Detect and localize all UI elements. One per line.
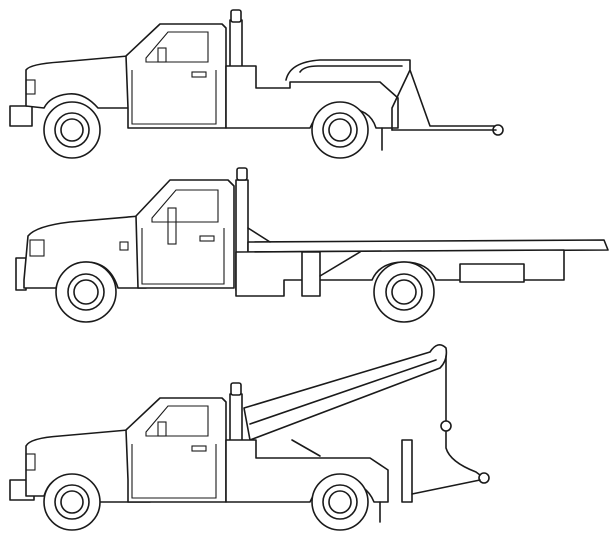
headlight [29, 239, 45, 257]
sling-bar [411, 479, 481, 495]
beacon-light [236, 167, 248, 181]
boom-inner [249, 359, 437, 425]
beacon-light [230, 382, 242, 396]
rear-body [225, 65, 399, 129]
flatbed-tow-truck-icon [15, 167, 609, 323]
cab-window [151, 189, 219, 223]
door-line [141, 228, 225, 285]
flatbed-deck [247, 239, 609, 253]
marker-light [119, 241, 129, 251]
cab [125, 397, 227, 503]
boom-arm [243, 344, 448, 441]
cab-window [145, 405, 209, 437]
boom-hook-tow-truck-icon [9, 344, 490, 531]
sling-end [478, 472, 490, 484]
tow-sling [445, 431, 485, 479]
cab [135, 179, 235, 289]
rear-wheel-hub [328, 118, 352, 142]
headboard-brace [247, 227, 271, 243]
rear-toolbox [459, 263, 525, 283]
rear-wheel-hub [328, 490, 352, 514]
rear-wheel-hub [391, 279, 417, 305]
front-wheel-hub [60, 490, 84, 514]
headlight [25, 453, 36, 471]
door-handle [191, 445, 207, 452]
tilt-ram [319, 251, 361, 277]
side-mirror [157, 47, 167, 63]
headlight [25, 79, 36, 95]
boom-ram [291, 439, 321, 457]
door-line [131, 444, 217, 499]
beacon-light [230, 9, 242, 23]
door-handle [199, 235, 215, 242]
wheel-lift-tow-truck-icon [9, 9, 504, 159]
door-line [131, 70, 217, 125]
door-handle [191, 71, 207, 78]
front-bumper [9, 105, 33, 127]
side-mirror [167, 207, 177, 245]
cab-window [145, 31, 209, 63]
wheel-lift-frame [285, 59, 497, 131]
toolbox [301, 251, 321, 297]
front-wheel-hub [73, 279, 99, 305]
rear-post [401, 439, 413, 503]
wheel-lift-inner [299, 65, 403, 73]
side-mirror [157, 421, 167, 437]
hook-block [440, 420, 452, 432]
cab [125, 23, 227, 129]
front-wheel-hub [60, 118, 84, 142]
hood [25, 55, 151, 109]
